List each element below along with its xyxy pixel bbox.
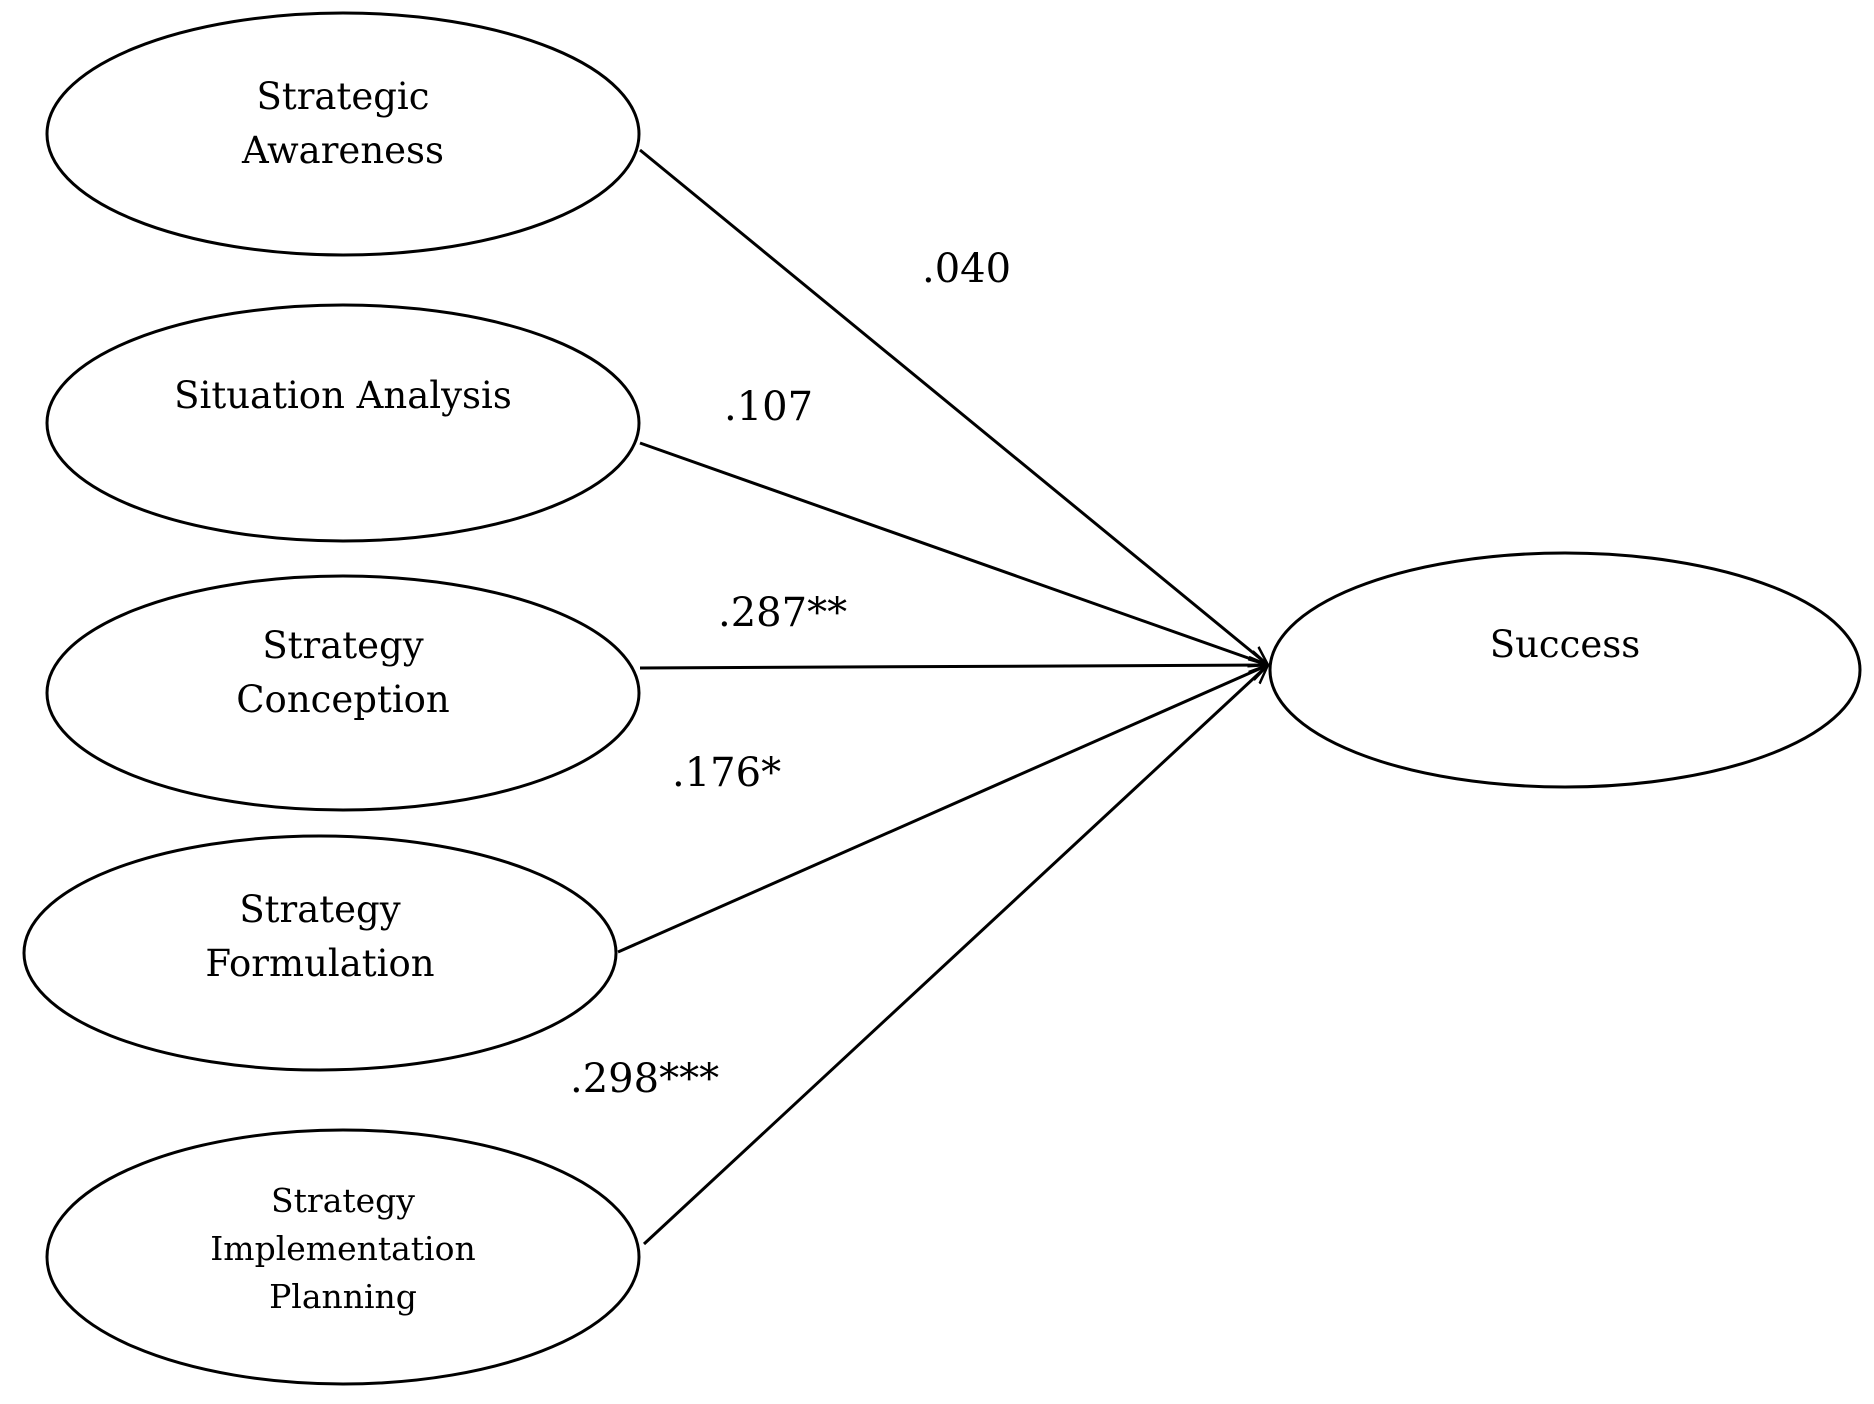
node-strategy-formulation: Strategy Formulation	[22, 834, 618, 1072]
node-label-line: Success	[1490, 623, 1641, 666]
node-label-line: Implementation	[210, 1229, 475, 1268]
node-strategic-awareness: Strategic Awareness	[45, 11, 641, 257]
edge-label-strategy-formulation: .176*	[672, 750, 781, 796]
edge-label-strategic-awareness: .040	[922, 246, 1011, 292]
node-label-line: Planning	[269, 1277, 417, 1316]
node-label-line: Strategic	[257, 75, 430, 118]
edge-strategy-conception-to-success	[639, 665, 1268, 668]
node-label-line: Situation Analysis	[174, 374, 512, 417]
node-situation-analysis: Situation Analysis	[45, 303, 641, 543]
node-success: Success	[1268, 551, 1862, 789]
edge-label-situation-analysis: .107	[724, 384, 813, 430]
edge-label-strategy-conception: .287**	[718, 590, 847, 636]
node-label-line: Strategy	[239, 888, 400, 931]
node-label-line: Strategy	[271, 1181, 415, 1220]
node-label-line: Conception	[236, 678, 450, 721]
edge-strategy-formulation-to-success	[617, 663, 1268, 954]
node-strategy-implementation-planning: Strategy Implementation Planning	[45, 1128, 641, 1386]
node-label-line: Strategy	[262, 624, 423, 667]
edge-label-strategy-implementation-planning: .298***	[570, 1056, 719, 1102]
node-label-line: Formulation	[205, 942, 434, 985]
node-strategy-conception: Strategy Conception	[45, 574, 641, 812]
node-label-line: Awareness	[241, 129, 444, 172]
edge-strategy-implementation-planning-to-success	[642, 665, 1268, 1246]
edge-situation-analysis-to-success	[639, 441, 1268, 665]
edge-strategic-awareness-to-success	[639, 148, 1268, 665]
